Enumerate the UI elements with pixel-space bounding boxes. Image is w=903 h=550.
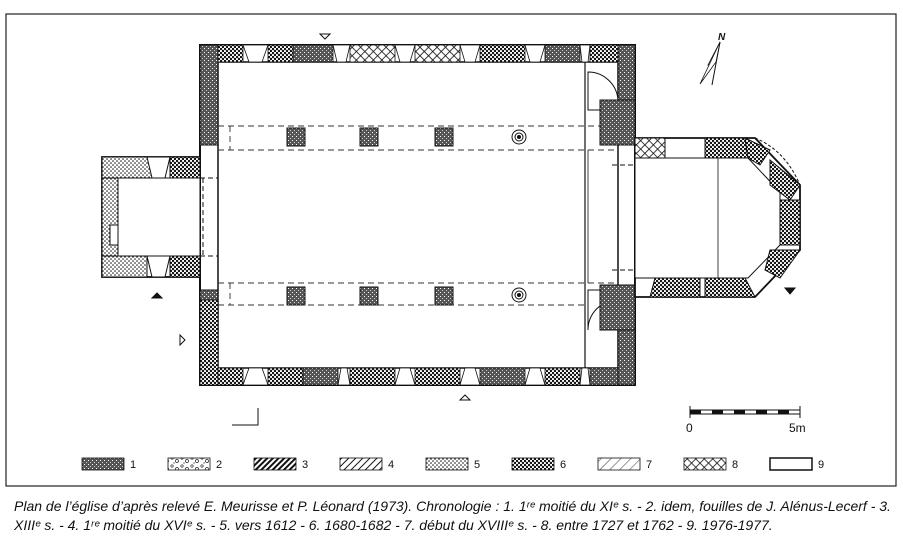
legend-label-3: 3 xyxy=(302,459,308,471)
legend-label-8: 8 xyxy=(732,459,738,471)
legend: 1 2 3 4 5 6 7 8 9 xyxy=(81,457,824,471)
figure-caption: Plan de l’église d’après relevé E. Meuri… xyxy=(14,498,891,533)
north-arrow: N xyxy=(699,32,726,86)
scale-start-label: 0 xyxy=(686,421,693,435)
north-wall-bays xyxy=(217,44,619,63)
section-markers xyxy=(150,33,797,426)
legend-label-5: 5 xyxy=(474,459,480,471)
legend-swatch-6 xyxy=(511,457,555,471)
legend-swatch-5 xyxy=(425,457,469,471)
nave-walls xyxy=(199,44,636,386)
legend-swatch-9 xyxy=(769,457,813,471)
legend-swatch-2 xyxy=(167,457,211,471)
legend-swatch-8 xyxy=(683,457,727,471)
figure-border xyxy=(5,13,897,487)
choir-apse xyxy=(612,137,801,298)
legend-label-9: 9 xyxy=(818,459,824,471)
legend-label-2: 2 xyxy=(216,459,222,471)
arcade-dashed-lines xyxy=(218,125,618,306)
pillars xyxy=(286,127,527,306)
legend-swatch-4 xyxy=(339,457,383,471)
legend-label-7: 7 xyxy=(646,459,652,471)
west-porch xyxy=(101,156,218,278)
scale-end-label: 5m xyxy=(789,421,806,435)
legend-label-1: 1 xyxy=(130,459,136,471)
legend-label-4: 4 xyxy=(388,459,394,471)
window-splays xyxy=(242,44,591,386)
legend-swatch-1 xyxy=(81,457,125,471)
scale-bar: 0 5m xyxy=(686,406,806,435)
legend-swatch-3 xyxy=(253,457,297,471)
legend-label-6: 6 xyxy=(560,459,566,471)
south-wall-bays xyxy=(217,367,619,386)
legend-swatch-7 xyxy=(597,457,641,471)
north-label: N xyxy=(718,32,726,43)
chancel-arch xyxy=(584,62,636,368)
